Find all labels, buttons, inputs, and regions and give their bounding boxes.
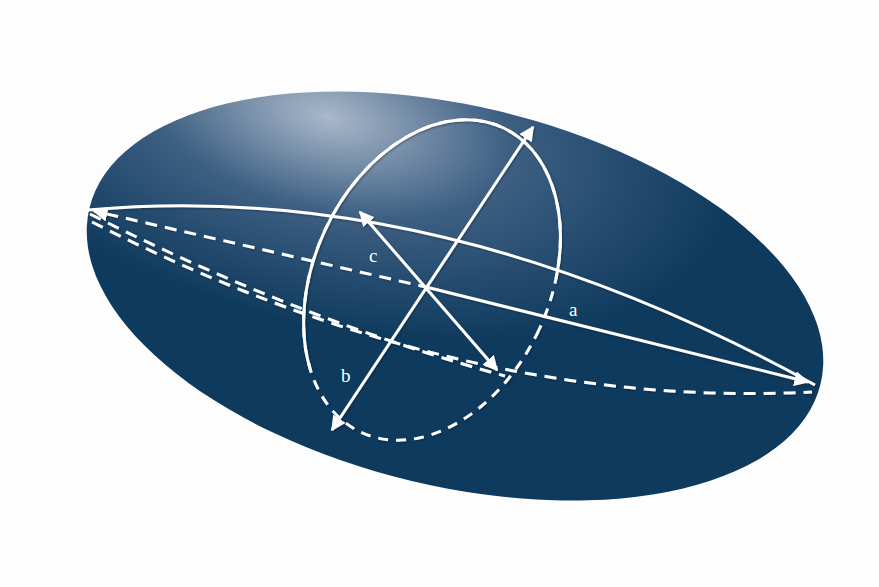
cross-section-front (254, 78, 610, 482)
axis-a-hidden (94, 211, 430, 288)
axis-a (430, 288, 808, 382)
axis-label: b (341, 366, 351, 385)
axis-b (332, 127, 533, 430)
axis-c (360, 212, 497, 370)
hidden-arc (90, 214, 505, 376)
axis-label: c (369, 246, 377, 265)
cross-section-hidden (254, 78, 610, 482)
ellipsoid-body (45, 23, 865, 568)
axis-label: a (569, 300, 577, 319)
